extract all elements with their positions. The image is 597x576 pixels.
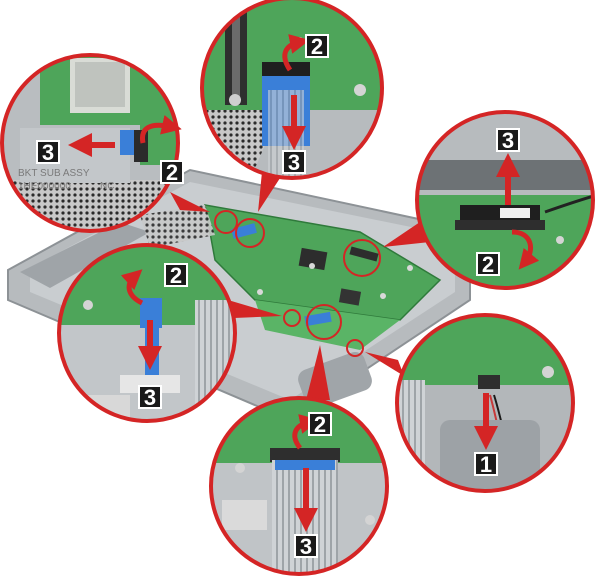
assy-partial: 1HE000000 [18, 181, 71, 192]
step-label: 2 [314, 412, 326, 437]
step-badge: 1 [474, 452, 498, 477]
step-label: 2 [170, 263, 182, 288]
step-label: 2 [311, 34, 323, 59]
step-badge: 2 [305, 34, 329, 59]
step-label: 3 [42, 140, 54, 165]
step-badge: 2 [308, 412, 332, 437]
step-badge: 2 [476, 252, 500, 277]
step-label: 1 [480, 452, 492, 477]
step-badge: 2 [164, 263, 188, 288]
step-badge: 3 [138, 385, 162, 410]
callout-speaker: 1 [395, 315, 575, 495]
callout-top: 2 3 [200, 0, 390, 180]
step-badge: 2 [160, 160, 184, 185]
step-label: 3 [144, 385, 156, 410]
step-label: 2 [166, 160, 178, 185]
step-badge: 3 [294, 534, 318, 559]
screw [257, 289, 263, 295]
screw [407, 265, 413, 271]
step-label: 2 [482, 252, 494, 277]
callout-left: 2 3 [55, 245, 240, 425]
assy-label: BKT SUB ASSY [18, 168, 90, 179]
screw [380, 293, 386, 299]
step-badge: 3 [282, 150, 306, 175]
screw [309, 263, 315, 269]
step-label: 3 [288, 150, 300, 175]
step-label: 3 [502, 128, 514, 153]
callout-bottom: 2 3 [210, 398, 390, 576]
callout-right: 3 2 [415, 110, 597, 290]
step-badge: 3 [496, 128, 520, 153]
step-badge: 3 [36, 140, 60, 165]
step-label: 3 [300, 534, 312, 559]
assy-code: NC [100, 181, 114, 192]
